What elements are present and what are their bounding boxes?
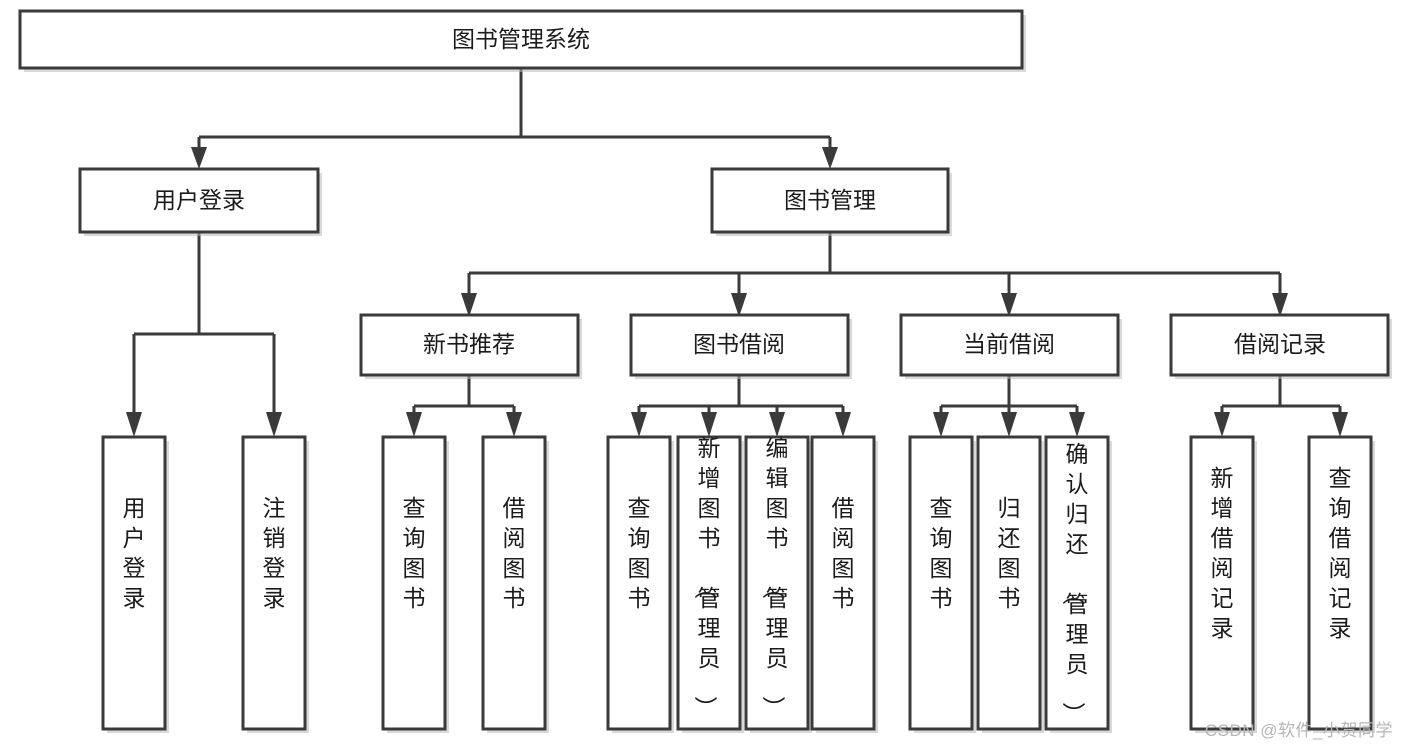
leaf-user-logout[interactable]: 注销登录 [241, 435, 309, 733]
current-borrow-box [899, 313, 1120, 377]
leaf-add-book-box [676, 435, 742, 731]
arrow-leaf-user-login [126, 412, 142, 437]
node-root[interactable]: 图书管理系统 [18, 9, 1026, 72]
arrow-leaf-borrow-book-2 [835, 412, 851, 437]
node-user-login[interactable]: 用户登录 [78, 167, 322, 236]
leaf-add-book[interactable]: 新增图书（管理员） [676, 435, 744, 733]
leaf-query-book-2-box [606, 435, 672, 731]
arrow-user-login [191, 147, 207, 169]
leaf-add-record[interactable]: 新增借阅记录 [1189, 435, 1257, 733]
leaf-query-book-2-label: 查询图书 [628, 495, 651, 611]
leaf-query-book-3-label: 查询图书 [930, 495, 953, 611]
leaf-query-book-1[interactable]: 查询图书 [381, 435, 449, 733]
leaf-confirm-return-label: 确认归还（管理员） [1061, 441, 1089, 725]
leaf-query-record[interactable]: 查询借阅记录 [1307, 435, 1375, 733]
leaf-add-record-box [1189, 435, 1255, 731]
leaf-borrow-book-2[interactable]: 借阅图书 [810, 435, 878, 733]
leaf-user-login-box [101, 435, 167, 731]
root-box [18, 9, 1024, 70]
arrow-new-book-recommend [461, 293, 477, 317]
book-borrow-label: 图书借阅 [693, 331, 785, 357]
borrow-record-box [1169, 313, 1390, 377]
arrow-book-manage [822, 147, 838, 169]
leaf-edit-book[interactable]: 编辑图书（管理员） [744, 435, 812, 733]
leaf-add-book-label: 新增图书（管理员） [693, 435, 721, 719]
leaf-add-record-label: 新增借阅记录 [1211, 465, 1234, 641]
arrow-leaf-query-record [1332, 412, 1348, 437]
leaf-query-record-label: 查询借阅记录 [1329, 465, 1352, 641]
arrow-leaf-return-book [1001, 412, 1017, 437]
arrow-leaf-query-book-1 [406, 412, 422, 437]
new-book-recommend-label: 新书推荐 [423, 331, 515, 357]
leaf-borrow-book-2-label: 借阅图书 [832, 495, 855, 611]
arrow-leaf-confirm-return [1069, 412, 1085, 437]
leaf-query-book-1-label: 查询图书 [403, 495, 426, 611]
arrow-leaf-add-book [701, 412, 717, 437]
current-borrow-label: 当前借阅 [963, 331, 1055, 357]
leaf-query-book-1-box [381, 435, 447, 731]
arrow-borrow-record [1272, 293, 1288, 317]
leaf-user-login-label: 用户登录 [123, 495, 146, 611]
node-book-manage[interactable]: 图书管理 [710, 167, 952, 236]
leaf-borrow-book-1-box [481, 435, 547, 731]
leaf-borrow-book-1[interactable]: 借阅图书 [481, 435, 549, 733]
leaf-query-book-3-box [908, 435, 974, 731]
leaf-return-book[interactable]: 归还图书 [976, 435, 1044, 733]
arrow-leaf-query-book-3 [933, 412, 949, 437]
leaf-user-logout-box [241, 435, 307, 731]
leaf-return-book-label: 归还图书 [998, 495, 1021, 611]
arrow-leaf-query-book-2 [631, 412, 647, 437]
arrow-leaf-add-record [1214, 412, 1230, 437]
node-new-book-recommend[interactable]: 新书推荐 [359, 313, 582, 379]
node-borrow-record[interactable]: 借阅记录 [1169, 313, 1392, 379]
borrow-record-label: 借阅记录 [1234, 331, 1326, 357]
leaf-query-book-3[interactable]: 查询图书 [908, 435, 976, 733]
leaf-edit-book-label: 编辑图书（管理员） [761, 435, 789, 719]
book-manage-label: 图书管理 [784, 187, 876, 213]
leaf-user-login[interactable]: 用户登录 [101, 435, 169, 733]
user-login-label: 用户登录 [153, 187, 245, 213]
leaf-confirm-return-box [1044, 435, 1110, 731]
arrow-book-borrow [731, 293, 747, 317]
leaf-query-record-box [1307, 435, 1373, 731]
arrow-current-borrow [1001, 293, 1017, 317]
node-current-borrow[interactable]: 当前借阅 [899, 313, 1122, 379]
leaf-edit-book-box [744, 435, 810, 731]
book-manage-box [710, 167, 950, 234]
new-book-recommend-box [359, 313, 580, 377]
user-login-box [78, 167, 320, 234]
leaf-return-book-box [976, 435, 1042, 731]
leaf-borrow-book-1-label: 借阅图书 [503, 495, 526, 611]
node-book-borrow[interactable]: 图书借阅 [629, 313, 852, 379]
root-label: 图书管理系统 [452, 26, 590, 52]
book-borrow-box [629, 313, 850, 377]
leaf-confirm-return[interactable]: 确认归还（管理员） [1044, 435, 1112, 733]
leaf-user-logout-label: 注销登录 [263, 495, 286, 611]
leaf-query-book-2[interactable]: 查询图书 [606, 435, 674, 733]
arrow-leaf-edit-book [769, 412, 785, 437]
arrow-leaf-user-logout [266, 412, 282, 437]
connector-layer [126, 68, 1348, 437]
arrow-leaf-borrow-book-1 [506, 412, 522, 437]
leaf-borrow-book-2-box [810, 435, 876, 731]
